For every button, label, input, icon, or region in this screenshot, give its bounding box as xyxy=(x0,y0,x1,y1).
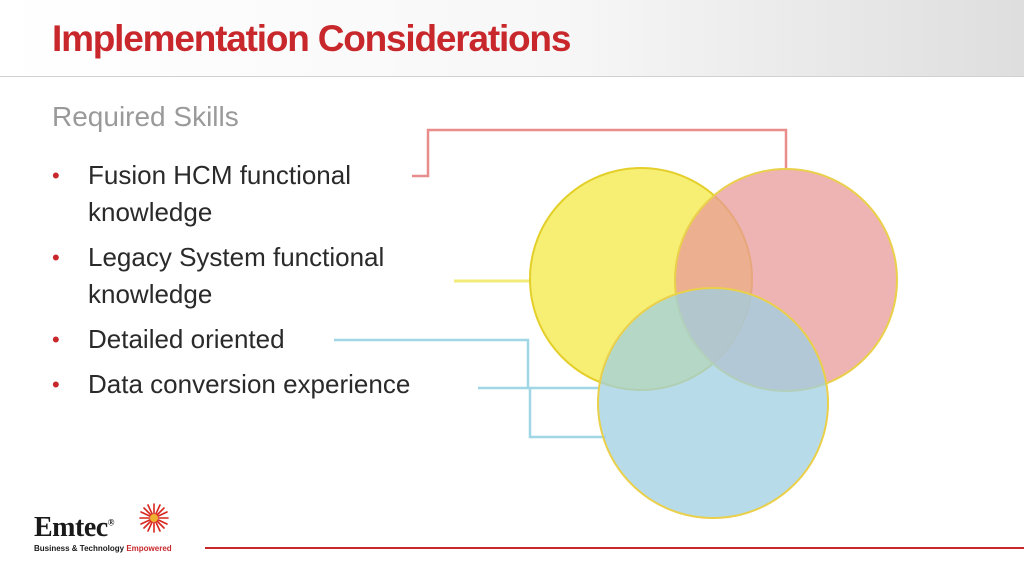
bullet-item: • Detailed oriented xyxy=(52,321,482,358)
bullet-text: Data conversion experience xyxy=(88,369,411,399)
bullet-item: • Data conversion experience xyxy=(52,366,482,403)
bullet-icon: • xyxy=(52,163,60,188)
logo-wordmark: Emtec® xyxy=(34,512,114,543)
bullet-item: • Legacy System functional knowledge xyxy=(52,239,482,313)
connector-line-blue-top xyxy=(334,338,600,390)
bullet-icon: • xyxy=(52,372,60,397)
header-band xyxy=(0,0,1024,77)
connector-line-blue-bottom xyxy=(478,386,606,439)
blue-circle xyxy=(597,287,829,519)
starburst-icon xyxy=(139,503,169,533)
bullet-item: • Fusion HCM functional knowledge xyxy=(52,157,482,231)
bullet-list: • Fusion HCM functional knowledge • Legacy… xyxy=(52,157,482,411)
bullet-text: Fusion HCM functional knowledge xyxy=(88,160,351,227)
footer-divider xyxy=(205,547,1024,549)
connector-line-pink xyxy=(412,128,788,178)
bullet-text: Detailed oriented xyxy=(88,324,285,354)
bullet-text: Legacy System functional knowledge xyxy=(88,242,385,309)
slide-title: Implementation Considerations xyxy=(52,18,571,59)
slide-subtitle: Required Skills xyxy=(52,101,239,132)
logo-tagline: Business & Technology Empowered xyxy=(34,544,172,553)
bullet-icon: • xyxy=(52,327,60,352)
bullet-icon: • xyxy=(52,245,60,270)
